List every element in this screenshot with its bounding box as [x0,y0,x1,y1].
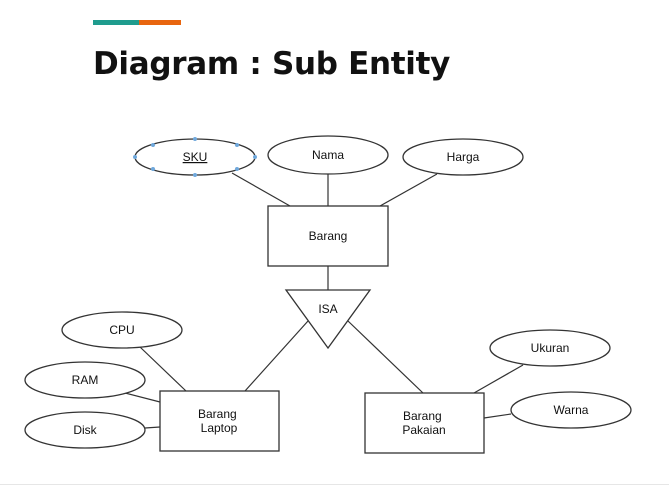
edge-sku-barang [231,172,291,207]
entity-barang-laptop-label: Barang Laptop [198,407,240,435]
entity-barang-laptop[interactable]: Barang Laptop [159,390,280,452]
attribute-ukuran-label: Ukuran [531,341,570,355]
edge-isa-laptop [244,320,309,392]
attribute-ram[interactable]: RAM [24,361,146,399]
title-accent-teal [93,20,139,25]
attribute-warna[interactable]: Warna [510,391,632,429]
edge-ram-laptop [124,392,161,403]
attribute-disk[interactable]: Disk [24,411,146,449]
footer-divider [0,484,669,485]
slide-title: Diagram : Sub Entity [93,46,451,82]
isa-triangle[interactable]: ISA [284,289,372,350]
attribute-cpu-label: CPU [109,323,134,337]
attribute-harga-label: Harga [447,150,480,164]
attribute-nama[interactable]: Nama [267,135,389,175]
entity-barang-laptop-line-1: Barang [198,407,237,421]
attribute-ram-label: RAM [72,373,99,387]
attribute-harga[interactable]: Harga [402,138,524,176]
entity-barang-pakaian-line-1: Barang [403,409,442,423]
entity-barang[interactable]: Barang [267,205,389,267]
edge-disk-laptop [144,426,161,429]
entity-barang-pakaian-label: Barang Pakaian [402,409,445,437]
isa-label: ISA [318,302,337,316]
attribute-disk-label: Disk [73,423,97,437]
entity-barang-pakaian[interactable]: Barang Pakaian [364,392,485,454]
attribute-warna-label: Warna [554,403,589,417]
attribute-nama-label: Nama [312,148,344,162]
title-accent-orange [139,20,181,25]
attribute-cpu[interactable]: CPU [61,311,183,349]
entity-barang-label: Barang [309,229,348,243]
edge-warna-pakaian [483,413,512,419]
edge-harga-barang [379,173,438,207]
attribute-sku[interactable]: SKU [133,137,257,177]
entity-barang-laptop-line-2: Laptop [201,421,238,435]
entity-barang-pakaian-line-2: Pakaian [402,423,445,437]
attribute-ukuran[interactable]: Ukuran [489,329,611,367]
edge-cpu-laptop [139,346,187,392]
selection-handles[interactable] [133,137,257,177]
edge-isa-pakaian [347,320,424,394]
edge-ukuran-pakaian [473,364,524,394]
attribute-sku-label: SKU [183,150,208,164]
